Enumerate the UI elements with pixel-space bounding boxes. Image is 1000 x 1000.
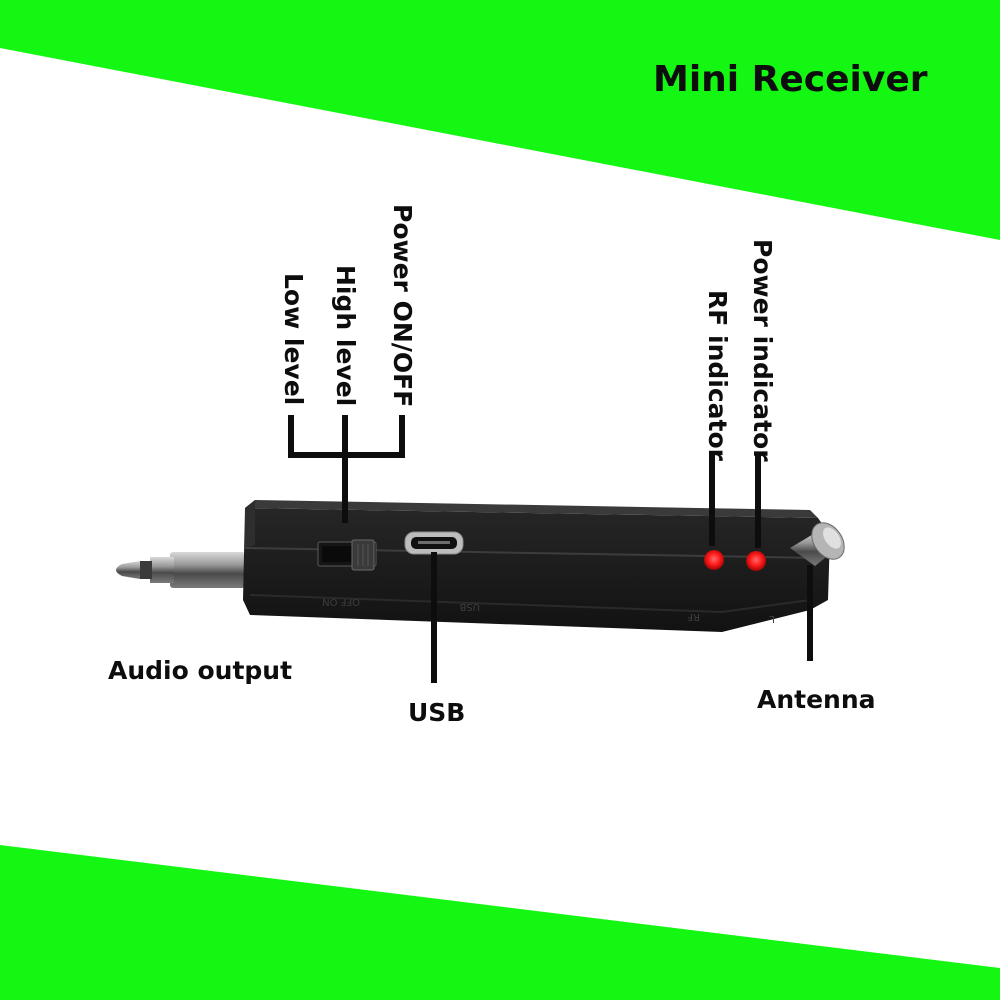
title: Mini Receiver <box>653 59 928 100</box>
slide-switch <box>317 539 377 571</box>
label-power-on-off: Power ON/OFF <box>388 204 417 408</box>
svg-text:RF: RF <box>687 611 700 622</box>
device-body: OFF ON USB RF L <box>243 500 830 632</box>
audio-jack <box>116 552 245 588</box>
power-led <box>746 551 766 571</box>
label-antenna: Antenna <box>757 685 876 714</box>
label-audio-output: Audio output <box>108 656 293 685</box>
svg-text:OFF ON: OFF ON <box>322 596 360 607</box>
label-low-level: Low level <box>279 273 308 406</box>
top-green-band <box>0 0 1000 240</box>
label-rf-indicator: RF indicator <box>703 290 732 462</box>
usb-port <box>404 531 464 555</box>
rf-led <box>704 550 724 570</box>
label-power-indicator: Power indicator <box>748 239 777 462</box>
svg-text:USB: USB <box>459 601 480 612</box>
label-usb: USB <box>408 698 466 727</box>
antenna <box>790 522 845 566</box>
svg-text:L: L <box>769 613 775 624</box>
callout-lines <box>288 415 813 683</box>
label-high-level: High level <box>331 265 360 407</box>
bottom-green-band <box>0 845 1000 1000</box>
